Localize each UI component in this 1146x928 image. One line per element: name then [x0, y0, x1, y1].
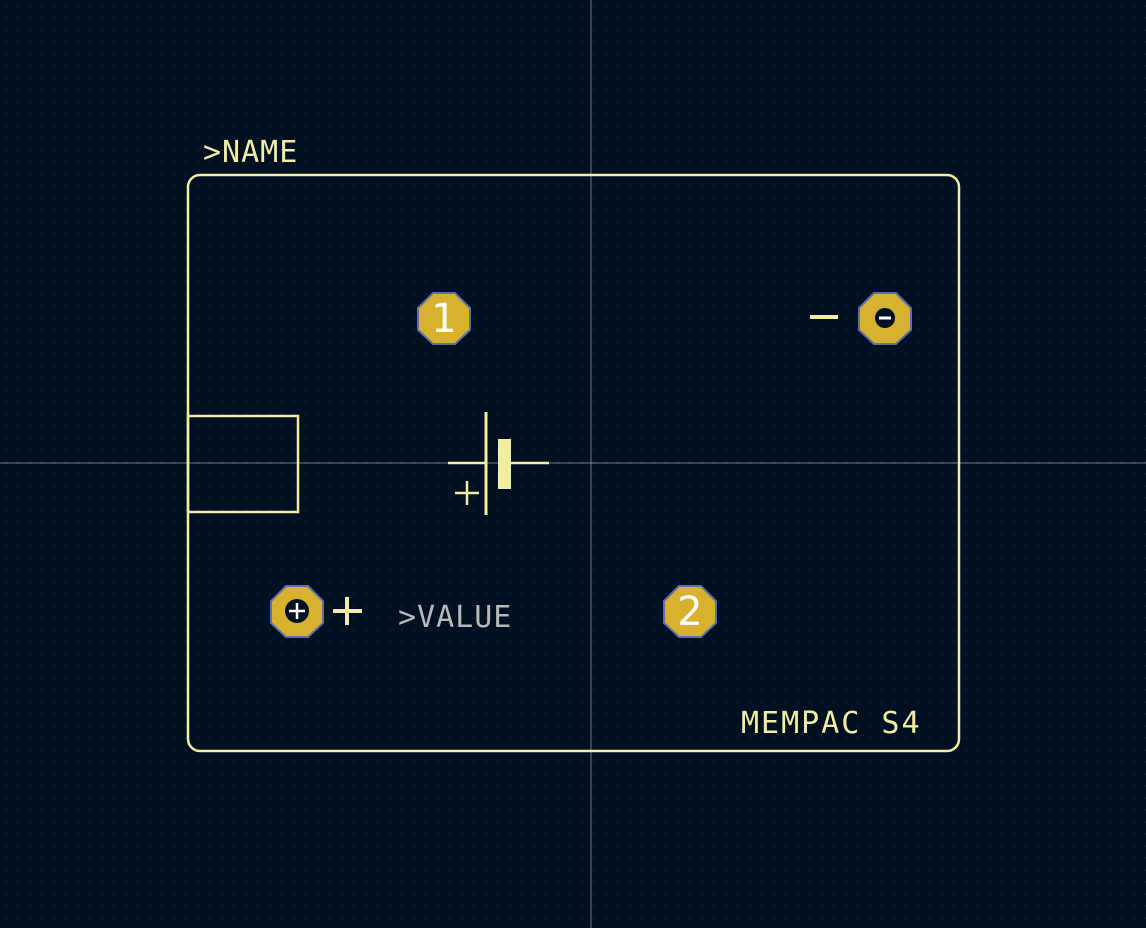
battery-symbol-icon — [448, 412, 549, 515]
value-label[interactable]: >VALUE — [398, 600, 512, 635]
part-label[interactable]: MEMPAC S4 — [741, 706, 922, 741]
pad-positive[interactable] — [270, 585, 324, 638]
pad-1[interactable]: 1 — [417, 292, 471, 345]
pad-negative[interactable] — [858, 292, 912, 345]
orientation-marker-rect[interactable] — [186, 414, 300, 514]
name-label[interactable]: >NAME — [203, 135, 298, 170]
pad-2-number: 2 — [677, 589, 702, 635]
plus-polarity-marker — [333, 597, 362, 625]
pad-1-number: 1 — [431, 296, 456, 342]
pad-2[interactable]: 2 — [663, 585, 717, 638]
